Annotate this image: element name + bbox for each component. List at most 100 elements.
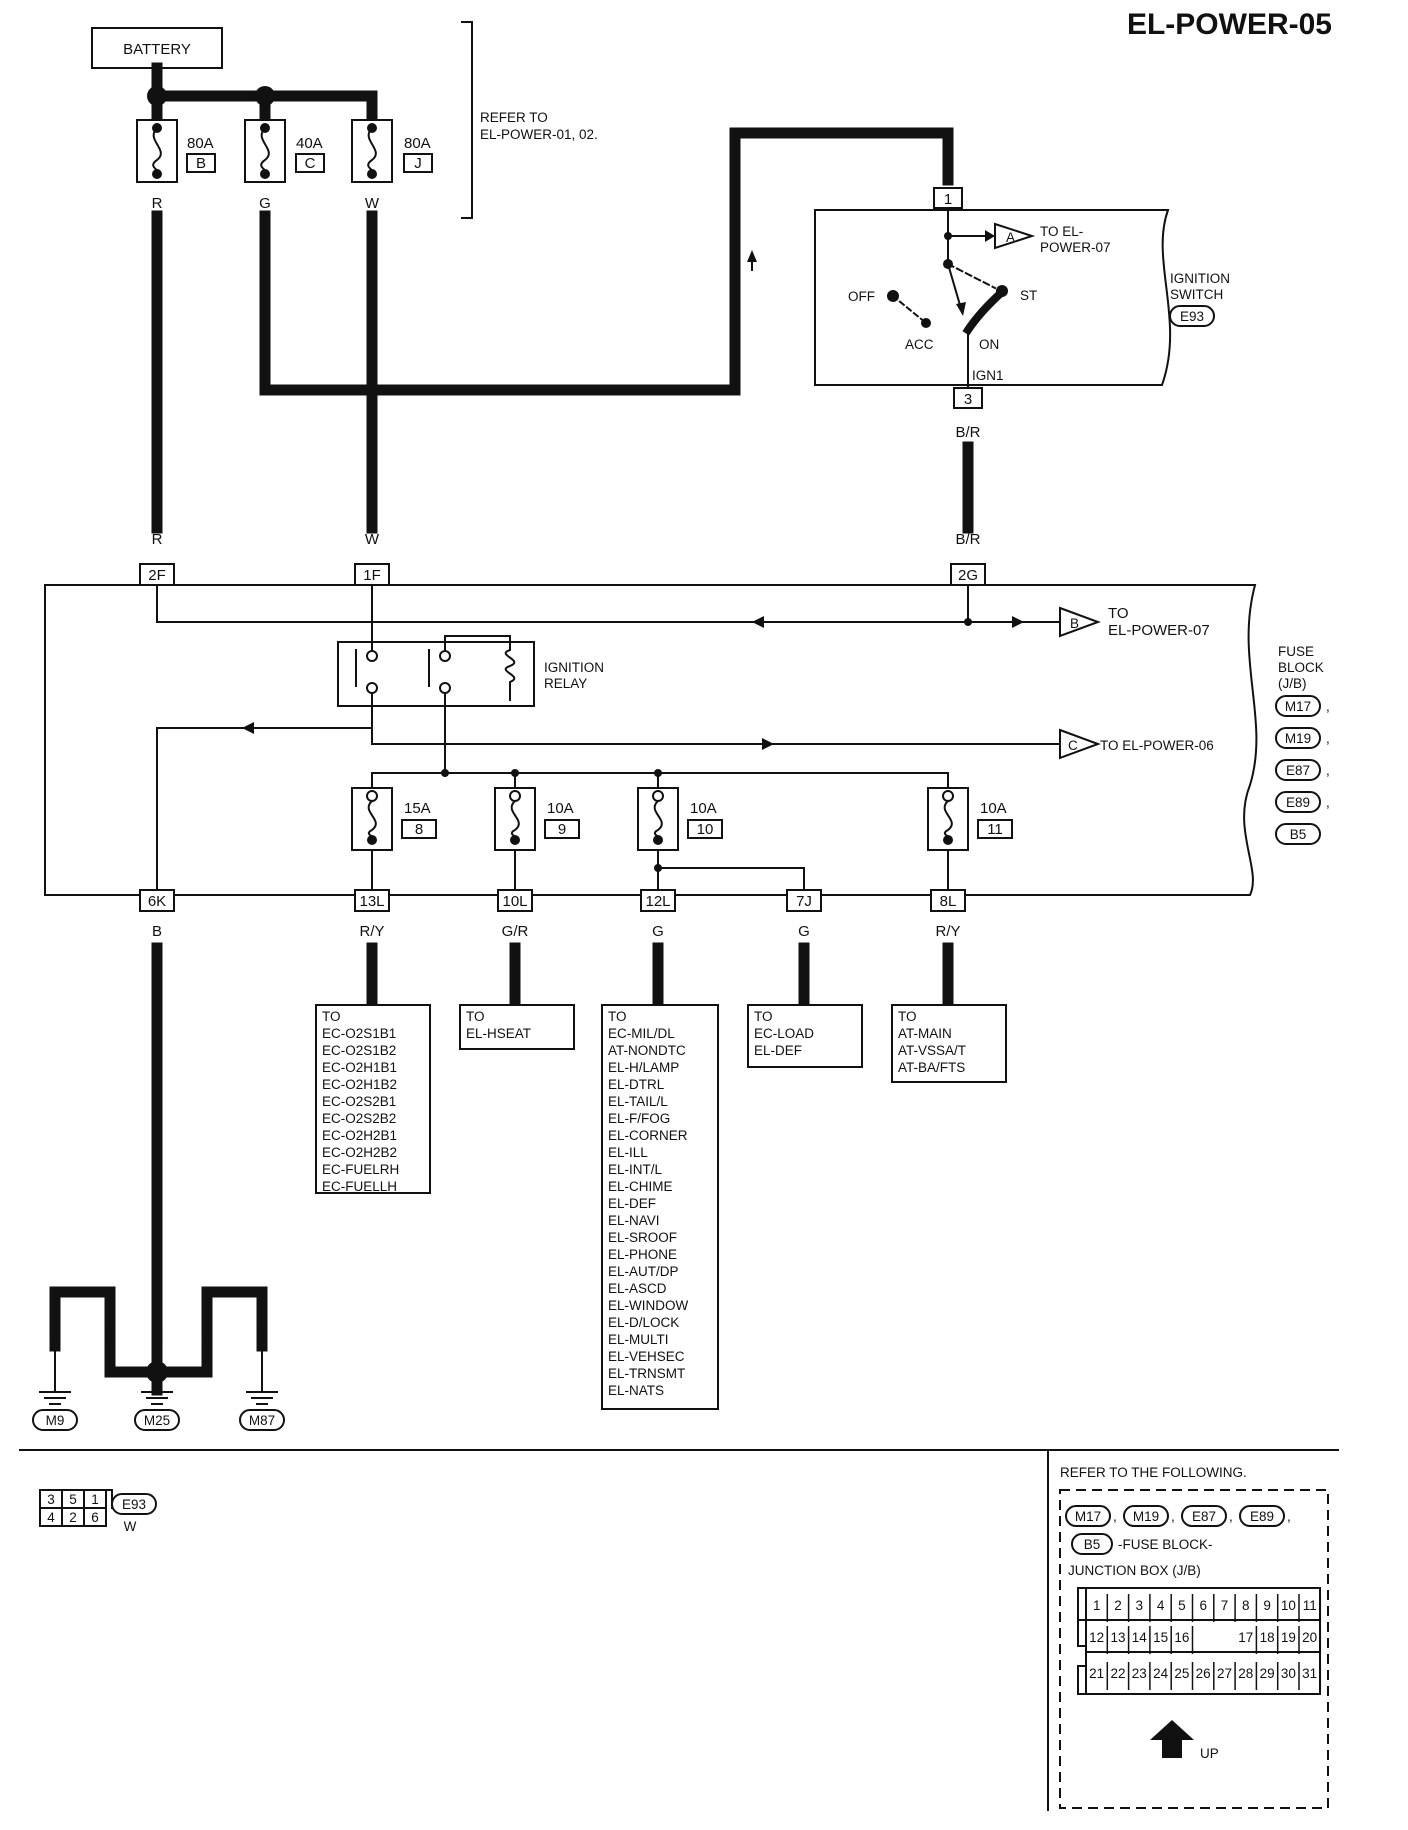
fuse-block-input-terminal: 2G <box>958 567 978 584</box>
destination-box: TO EC-LOAD EL-DEF <box>747 1004 863 1068</box>
jb-pin: 29 <box>1260 1666 1275 1681</box>
destination-line: TO <box>322 1009 341 1024</box>
fuse-9: 10A 9 <box>494 787 580 851</box>
fusible-link-id: J <box>414 155 422 172</box>
ref-tag-a <box>994 222 1036 250</box>
jb-pin: 10 <box>1281 1598 1296 1613</box>
wire-color-label: W <box>365 531 380 548</box>
fuse-11: 10A 11 <box>927 787 1013 851</box>
jb-pin: 5 <box>1178 1598 1186 1613</box>
destination-line: EL-WINDOW <box>608 1298 689 1313</box>
ground-splice-dot <box>146 1361 168 1383</box>
jb-pin: 21 <box>1089 1666 1104 1681</box>
ground-wire-label: B <box>202 1330 212 1347</box>
jb-pin: 4 <box>1157 1598 1165 1613</box>
destination-line: EC-FUELRH <box>322 1162 399 1177</box>
wire-color-label: G <box>942 159 954 176</box>
wire-color-label: R <box>152 531 163 548</box>
wire-color-label: R <box>152 195 163 212</box>
connector-pin: 4 <box>47 1510 55 1525</box>
reference-desc-2: JUNCTION BOX (J/B) <box>1068 1563 1201 1578</box>
fusible-link-c: 40A C <box>244 119 325 183</box>
fuse-block-output-terminal: 7J <box>796 893 812 910</box>
destination-line: EC-O2S1B1 <box>322 1026 396 1041</box>
ground-wire-label: B <box>152 1330 162 1347</box>
svg-text:,: , <box>1326 699 1330 714</box>
svg-text:,: , <box>1113 1509 1117 1524</box>
destination-line: EL-NAVI <box>608 1213 660 1228</box>
destination-line: EL-AUT/DP <box>608 1264 679 1279</box>
ref-b-line-1: TO <box>1108 605 1129 622</box>
destination-line: EC-O2H1B2 <box>322 1077 397 1092</box>
jb-pin: 27 <box>1217 1666 1232 1681</box>
destination-line: EC-O2H1B1 <box>322 1060 397 1075</box>
fuse-block-connector: E87 <box>1286 763 1310 778</box>
destination-line: EL-DEF <box>754 1043 802 1058</box>
refer-note-line-1: REFER TO <box>480 110 548 125</box>
wire-color-label: R/Y <box>359 923 384 940</box>
switch-pos-off: OFF <box>848 289 875 304</box>
ref-tag-b <box>1059 606 1101 638</box>
jb-pin: 13 <box>1110 1630 1125 1645</box>
jb-pin: 26 <box>1196 1666 1211 1681</box>
destination-box: TO EC-O2S1B1 EC-O2S1B2 EC-O2H1B1 EC-O2H1… <box>315 1004 431 1194</box>
fuse-block-output-terminal: 8L <box>940 893 957 910</box>
ground-label: M25 <box>144 1413 170 1428</box>
destination-line: EL-INT/L <box>608 1162 663 1177</box>
svg-text:,: , <box>1326 731 1330 746</box>
destination-line: EC-FUELLH <box>322 1179 397 1194</box>
ignition-switch-name-1: IGNITION <box>1170 271 1230 286</box>
fuse-amp: 10A <box>547 800 574 817</box>
fusible-link-amp: 80A <box>404 135 431 152</box>
ref-tag-b-label: B <box>1070 616 1079 631</box>
ignition-connector-id: E93 <box>1180 309 1204 324</box>
jb-pin: 12 <box>1089 1630 1104 1645</box>
fusible-link-j: 80A J <box>351 119 433 183</box>
jb-pin: 25 <box>1174 1666 1189 1681</box>
jb-pin: 18 <box>1260 1630 1275 1645</box>
jb-pin: 11 <box>1303 1598 1317 1613</box>
jb-pin: 6 <box>1199 1598 1207 1613</box>
splice-dot <box>255 86 275 106</box>
ground-label: M9 <box>46 1413 65 1428</box>
jb-pin: 7 <box>1221 1598 1229 1613</box>
destination-box: TO AT-MAIN AT-VSSA/T AT-BA/FTS <box>891 1004 1007 1083</box>
output-terminals: 6K 13L 10L 12L 7J 8L <box>139 889 966 912</box>
destination-box: TO EC-MIL/DL AT-NONDTC EL-H/LAMP EL-DTRL… <box>601 1004 719 1410</box>
wire-color-label: B <box>152 923 162 940</box>
fuse-block-input-terminal: 2F <box>148 567 166 584</box>
ignition-terminal-in: 1 <box>944 191 952 208</box>
jb-pin: 28 <box>1238 1666 1253 1681</box>
connector-id: E93 <box>122 1497 146 1512</box>
destination-line: EL-CORNER <box>608 1128 688 1143</box>
wire-color-label: B/R <box>955 424 980 441</box>
refer-note-line-2: EL-POWER-01, 02. <box>480 127 598 142</box>
fuse-amp: 15A <box>404 800 431 817</box>
jb-pin: 31 <box>1302 1666 1317 1681</box>
destination-line: EL-TRNSMT <box>608 1366 685 1381</box>
destination-line: EC-LOAD <box>754 1026 814 1041</box>
destination-line: EL-SROOF <box>608 1230 677 1245</box>
fuse-block-output-terminal: 13L <box>359 893 384 910</box>
connector-pin: 1 <box>91 1492 99 1507</box>
switch-pos-on: ON <box>979 337 999 352</box>
destination-line: TO <box>608 1009 627 1024</box>
fuse-number: 11 <box>987 821 1003 838</box>
fuse-block-connector: E89 <box>1286 795 1310 810</box>
wire-color-label: G <box>259 195 271 212</box>
destination-line: EL-TAIL/L <box>608 1094 668 1109</box>
connector-pin: 6 <box>91 1510 99 1525</box>
ground-wire-label: B <box>50 1330 60 1347</box>
svg-text:,: , <box>1326 795 1330 810</box>
page-title: EL-POWER-05 <box>1127 8 1332 41</box>
destination-line: EC-O2S1B2 <box>322 1043 396 1058</box>
svg-text:,: , <box>1287 1509 1291 1524</box>
fuse-amp: 10A <box>980 800 1007 817</box>
destination-line: EC-O2S2B1 <box>322 1094 396 1109</box>
ref-c-text: TO EL-POWER-06 <box>1100 738 1214 753</box>
ground-symbol <box>39 1345 278 1405</box>
refer-bracket <box>461 21 473 219</box>
connector-pin: 3 <box>47 1492 55 1507</box>
